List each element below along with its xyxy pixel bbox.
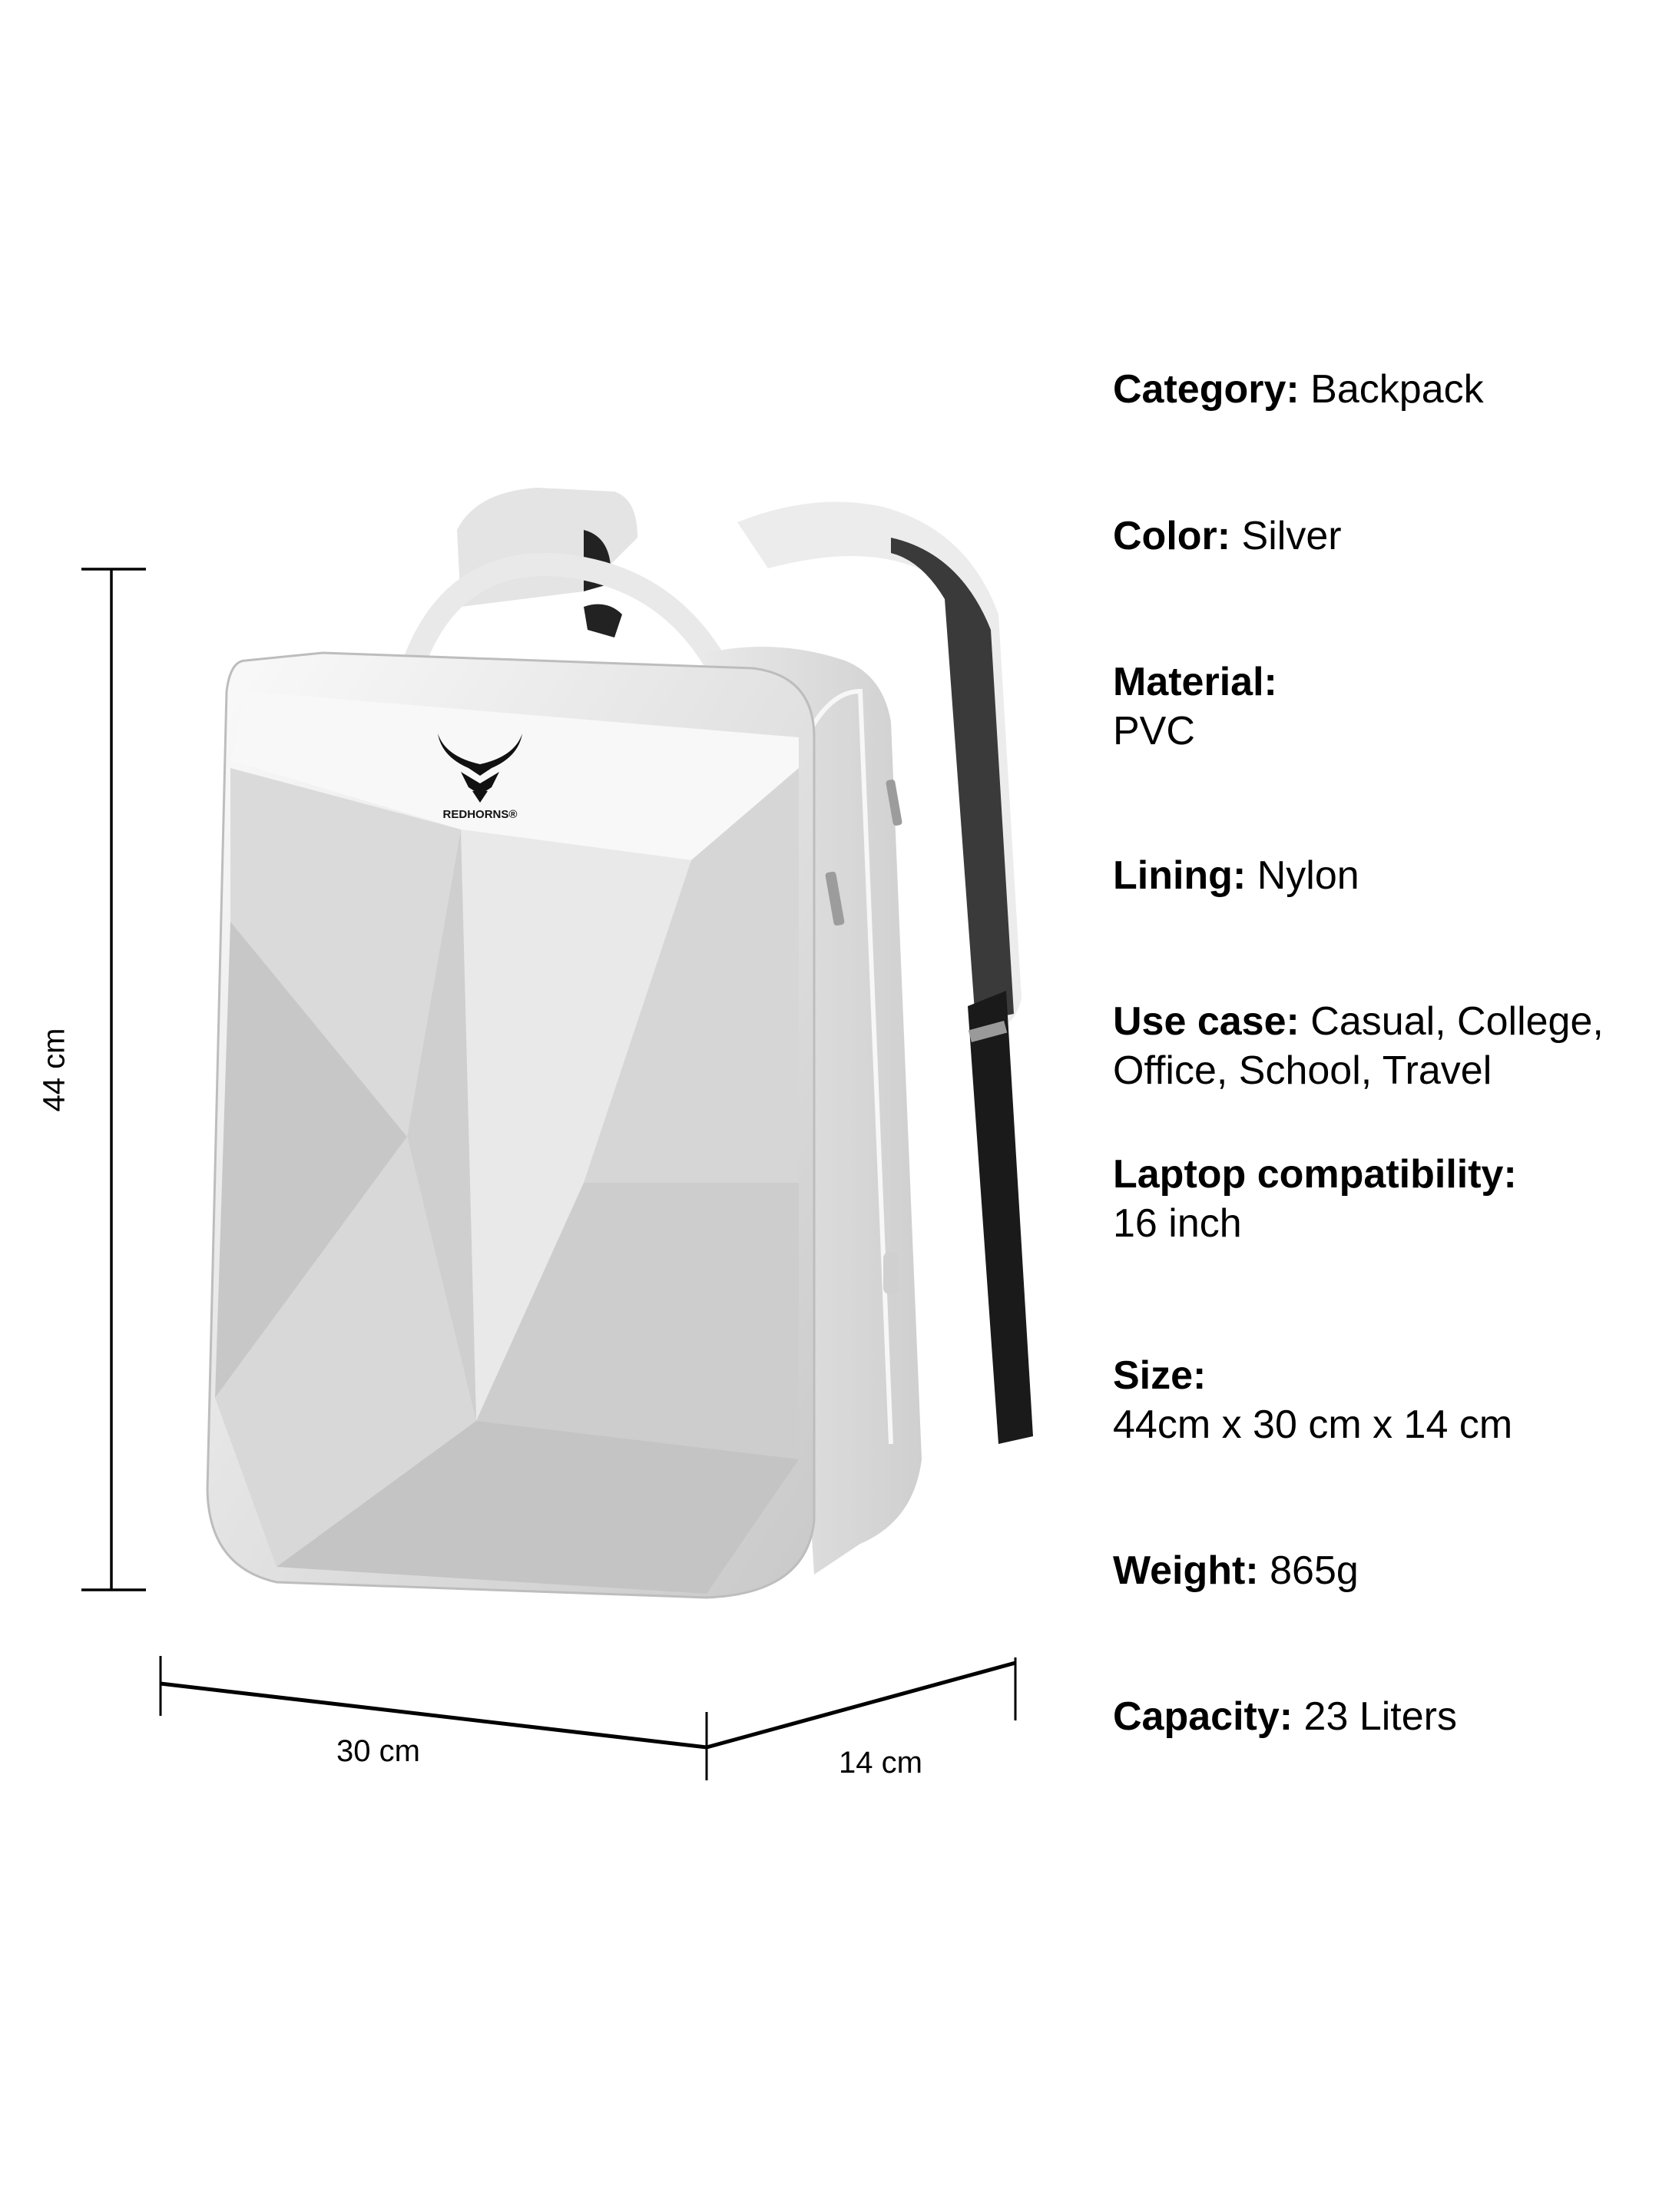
spec-value: 16 inch	[1113, 1201, 1242, 1246]
spec-label: Size:	[1113, 1353, 1207, 1398]
height-dimension-line	[81, 568, 146, 1591]
spec-label: Capacity:	[1113, 1694, 1293, 1739]
width-label: 30 cm	[336, 1734, 420, 1768]
spec-laptop-compatibility: Laptop compatibility: 16 inch	[1113, 1150, 1517, 1248]
spec-weight: Weight: 865g	[1113, 1546, 1359, 1595]
brand-logo-icon	[438, 733, 522, 803]
spec-capacity: Capacity: 23 Liters	[1113, 1692, 1457, 1741]
spec-value: Nylon	[1257, 853, 1359, 898]
brand-logo-text: REDHORNS®	[443, 808, 518, 821]
top-handle	[403, 488, 726, 672]
spec-label: Color:	[1113, 514, 1231, 558]
spec-size: Size: 44cm x 30 cm x 14 cm	[1113, 1351, 1512, 1449]
spec-value: 23 Liters	[1303, 1694, 1457, 1739]
spec-value: Casual, College,	[1310, 999, 1604, 1044]
spec-value: PVC	[1113, 709, 1195, 753]
spec-label: Lining:	[1113, 853, 1247, 898]
spec-label: Weight:	[1113, 1548, 1259, 1593]
spec-lining: Lining: Nylon	[1113, 851, 1359, 900]
spec-material: Material: PVC	[1113, 657, 1277, 756]
spec-value: 865g	[1270, 1548, 1359, 1593]
spec-label: Use case:	[1113, 999, 1300, 1044]
width-depth-dimension-lines	[159, 1656, 1017, 1780]
spec-category: Category: Backpack	[1113, 365, 1484, 414]
shoulder-strap	[737, 502, 1033, 1444]
spec-use-case: Use case: Casual, College, Office, Schoo…	[1113, 997, 1604, 1095]
spec-label: Category:	[1113, 367, 1300, 412]
spec-value: Backpack	[1310, 367, 1484, 412]
spec-label: Material:	[1113, 660, 1277, 704]
front-shell	[206, 651, 816, 1599]
spec-color: Color: Silver	[1113, 512, 1342, 561]
spec-value: Silver	[1241, 514, 1342, 558]
spec-value-continued: Office, School, Travel	[1113, 1048, 1492, 1093]
depth-label: 14 cm	[839, 1746, 922, 1780]
spec-label: Laptop compatibility:	[1113, 1152, 1517, 1197]
spec-value: 44cm x 30 cm x 14 cm	[1113, 1402, 1513, 1447]
height-label: 44 cm	[37, 1028, 71, 1112]
